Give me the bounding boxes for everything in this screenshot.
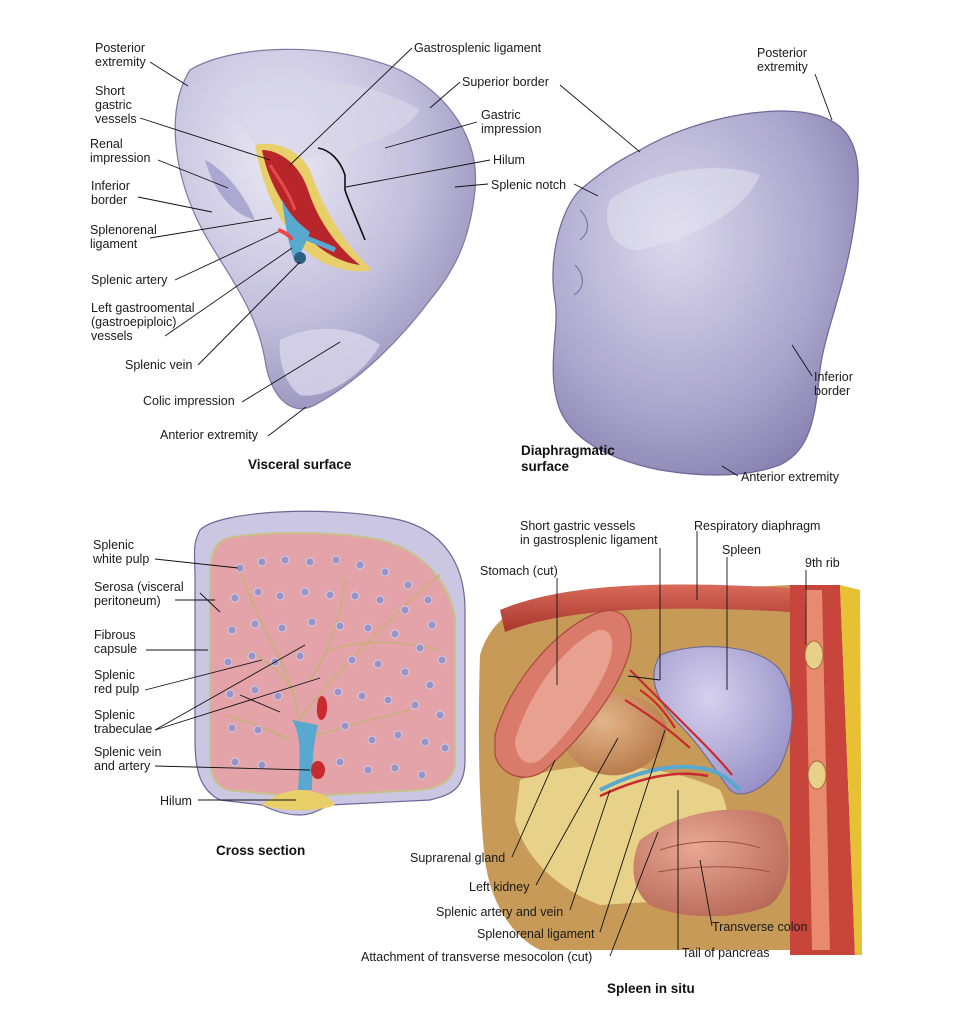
diaphragmatic-leaders (559, 73, 833, 477)
label-situ-left-kidney: Left kidney (469, 880, 530, 894)
label-situ-short-gastric: Short gastric vessels in gastrosplenic l… (520, 519, 658, 547)
label-visceral-splenic-artery: Splenic artery (91, 273, 168, 287)
label-diaphragmatic-inferior-border: Inferior border (814, 370, 853, 398)
caption-cross-section: Cross section (216, 843, 306, 858)
label-visceral-short-gastric-vessels: Short gastric vessels (95, 84, 137, 126)
label-situ-splenic-artery-vein: Splenic artery and vein (436, 905, 564, 919)
label-cross-white-pulp: Splenic white pulp (93, 538, 150, 566)
in-situ-scene (478, 584, 862, 955)
label-visceral-gastrosplenic-ligament: Gastrosplenic ligament (414, 41, 542, 55)
label-situ-attachment-mesocolon: Attachment of transverse mesocolon (cut) (361, 950, 593, 964)
visceral-spleen (174, 48, 477, 410)
label-situ-transverse-colon: Transverse colon (712, 920, 808, 934)
label-cross-trabeculae: Splenic trabeculae (94, 708, 153, 736)
label-visceral-anterior-extremity: Anterior extremity (160, 428, 258, 442)
label-visceral-hilum: Hilum (493, 153, 525, 167)
label-visceral-renal-impression: Renal impression (90, 137, 151, 165)
label-visceral-inferior-border: Inferior border (91, 179, 130, 207)
cross-section-spleen (193, 510, 466, 816)
label-visceral-left-gastroomental: Left gastroomental (gastroepiploic) vess… (91, 301, 195, 343)
in-situ-leaders (511, 531, 807, 957)
caption-diaphragmatic-surface: Diaphragmatic surface (521, 443, 615, 474)
diaphragmatic-spleen (552, 110, 859, 476)
label-situ-respiratory-diaphragm: Respiratory diaphragm (694, 519, 821, 533)
label-cross-red-pulp: Splenic red pulp (94, 668, 140, 696)
label-situ-spleen: Spleen (722, 543, 761, 557)
label-situ-suprarenal-gland: Suprarenal gland (410, 851, 506, 865)
caption-spleen-in-situ: Spleen in situ (607, 981, 695, 996)
label-visceral-colic-impression: Colic impression (143, 394, 235, 408)
caption-visceral-surface: Visceral surface (248, 457, 352, 472)
label-cross-fibrous-capsule: Fibrous capsule (94, 628, 138, 656)
white-pulp-follicles (223, 555, 450, 780)
cross-section-leaders (144, 558, 321, 801)
label-visceral-splenorenal-ligament: Splenorenal ligament (90, 223, 157, 251)
label-cross-hilum: Hilum (160, 794, 192, 808)
label-visceral-posterior-extremity: Posterior extremity (95, 41, 146, 69)
label-visceral-splenic-notch: Splenic notch (491, 178, 567, 192)
label-cross-vein-artery: Splenic vein and artery (94, 745, 162, 773)
label-cross-serosa: Serosa (visceral peritoneum) (94, 580, 184, 608)
visceral-leaders (137, 47, 491, 437)
label-diaphragmatic-anterior-extremity: Anterior extremity (741, 470, 839, 484)
label-visceral-splenic-vein: Splenic vein (125, 358, 193, 372)
label-visceral-gastric-impression: Gastric impression (481, 108, 542, 136)
label-situ-ninth-rib: 9th rib (805, 556, 840, 570)
label-situ-splenorenal-ligament: Splenorenal ligament (477, 927, 595, 941)
label-situ-tail-of-pancreas: Tail of pancreas (682, 946, 770, 960)
label-visceral-superior-border: Superior border (462, 75, 549, 89)
label-diaphragmatic-posterior-extremity: Posterior extremity (757, 46, 808, 74)
label-situ-stomach-cut: Stomach (cut) (480, 564, 558, 578)
